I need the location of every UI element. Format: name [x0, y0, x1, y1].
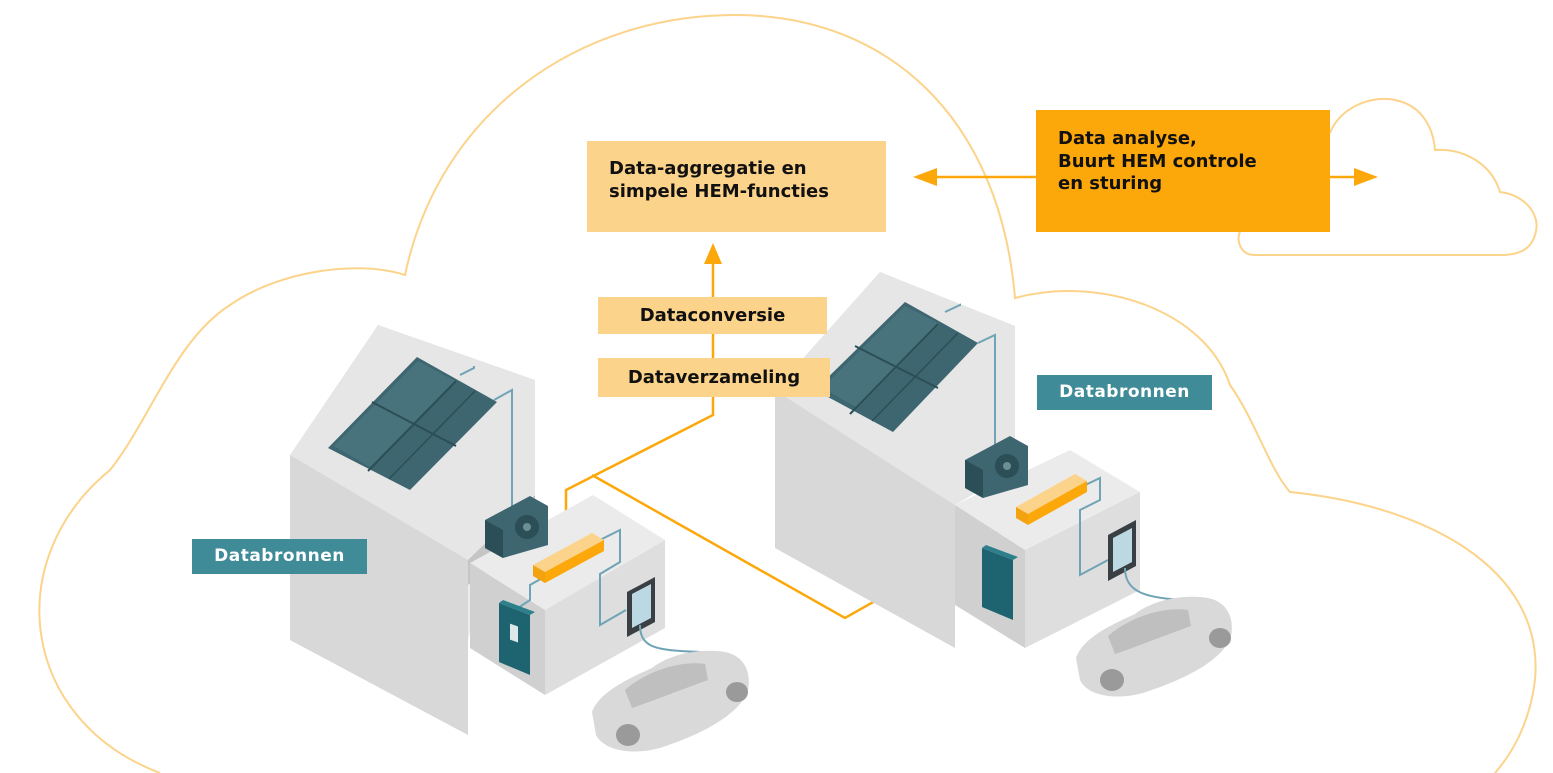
smart-meter-icon — [1108, 520, 1136, 581]
left-house — [290, 325, 749, 752]
remote-cloud-outline — [1237, 98, 1538, 256]
home-battery-icon — [499, 600, 535, 675]
right-house — [775, 272, 1232, 697]
data-sources-right-label: Databronnen — [1037, 375, 1212, 410]
data-sources-left-text: Databronnen — [214, 546, 345, 566]
local-cloud-outline — [38, 13, 1537, 773]
analysis-line-2: Buurt HEM controle — [1058, 150, 1257, 172]
upload-arrow — [704, 243, 722, 358]
conversion-text: Dataconversie — [639, 305, 786, 326]
analysis-line-1: Data analyse, — [1058, 128, 1197, 149]
smart-meter-icon — [627, 577, 655, 637]
home-battery-icon — [982, 545, 1018, 620]
analysis-cloud-arrow — [1330, 168, 1378, 186]
conversion-label: Dataconversie — [598, 297, 827, 334]
analysis-line-3: en sturing — [1058, 173, 1163, 194]
electric-car-icon — [1076, 596, 1232, 697]
data-sources-left-label: Databronnen — [192, 539, 367, 574]
aggregation-analysis-arrow — [913, 168, 1036, 186]
heat-pump-icon — [965, 436, 1028, 498]
collection-text: Dataverzameling — [627, 367, 801, 388]
hem-gateway-icon — [1016, 474, 1087, 525]
aggregation-line-1: Data-aggregatie en — [609, 158, 807, 179]
solar-panel-icon — [815, 302, 978, 432]
aggregation-line-2: simpele HEM-functies — [609, 180, 829, 202]
data-sources-right-text: Databronnen — [1059, 382, 1190, 402]
aggregation-box: Data-aggregatie en simpele HEM-functies — [587, 141, 886, 232]
analysis-box: Data analyse, Buurt HEM controle en stur… — [1036, 110, 1330, 232]
heat-pump-icon — [485, 496, 548, 558]
solar-panel-icon — [328, 357, 497, 490]
collection-label: Dataverzameling — [598, 358, 830, 397]
hem-gateway-icon — [533, 533, 604, 583]
electric-car-icon — [592, 650, 749, 752]
